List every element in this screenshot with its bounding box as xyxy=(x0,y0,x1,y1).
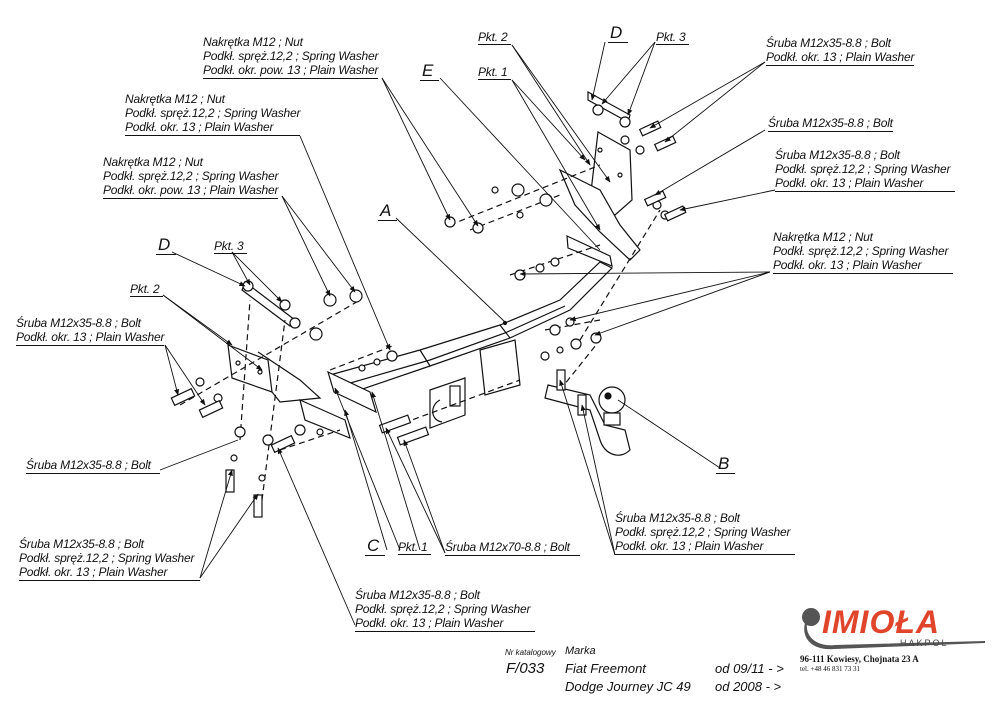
callout-nut-right: Nakrętka M12 ; Nut Podkł. spręż.12,2 ; S… xyxy=(773,230,953,274)
catalog-number: F/033 xyxy=(506,660,545,677)
label-pkt1-bottom: Pkt. 1 xyxy=(398,540,432,555)
crossbar-a xyxy=(327,235,614,414)
callout-bolt-right-single: Śruba M12x35-8.8 ; Bolt xyxy=(768,116,893,132)
callout-bolt-left: Śruba M12x35-8.8 ; Bolt Podkł. okr. 13 ;… xyxy=(16,316,165,346)
callout-nut-left1: Nakrętka M12 ; Nut Podkł. spręż.12,2 ; S… xyxy=(125,92,301,136)
label-part-e: E xyxy=(420,62,440,81)
make-label: Marka xyxy=(565,645,596,657)
callout-bolt-right-three: Śruba M12x35-8.8 ; Bolt Podkł. spręż.12,… xyxy=(775,148,955,192)
callout-nut-left2: Nakrętka M12 ; Nut Podkł. spręż.12,2 ; S… xyxy=(103,155,279,199)
callout-bolt-m70: Śruba M12x70-8.8 ; Bolt xyxy=(445,540,580,556)
label-pkt3-top: Pkt. 3 xyxy=(656,30,690,45)
fasteners xyxy=(179,164,661,501)
company-address: 96-111 Kowiesy, Chojnata 23 A xyxy=(800,654,919,664)
company-logo-text: IMIOŁA xyxy=(822,604,940,640)
label-pkt2-top: Pkt. 2 xyxy=(478,30,512,45)
callout-bolt-bottom-mid: Śruba M12x35-8.8 ; Bolt Podkł. spręż.12,… xyxy=(355,588,535,632)
socket-plate xyxy=(429,377,466,429)
label-pkt2-left: Pkt. 2 xyxy=(130,282,164,297)
label-pkt1-top: Pkt. 1 xyxy=(478,65,512,80)
vehicle-name-1: Fiat Freemont xyxy=(565,661,646,676)
callout-bolt-bottom-left: Śruba M12x35-8.8 ; Bolt Podkł. spręż.12,… xyxy=(19,537,200,581)
vehicle-name-2: Dodge Journey JC 49 xyxy=(565,679,691,694)
label-part-b: B xyxy=(716,455,736,474)
label-pkt3-left: Pkt. 3 xyxy=(214,239,248,254)
catalog-number-label: Nr katalogowy xyxy=(505,648,556,657)
hakpol-hook-logo-icon xyxy=(802,608,985,650)
leader-lines xyxy=(159,41,776,626)
callout-bolt-top-right: Śruba M12x35-8.8 ; Bolt Podkł. okr. 13 ;… xyxy=(766,36,915,66)
label-part-a: A xyxy=(378,202,398,221)
left-bracket xyxy=(227,344,351,440)
company-logo-sub: HAKPOL xyxy=(900,638,949,648)
label-part-c: C xyxy=(365,537,386,556)
callout-nut-top: Nakrętka M12 ; Nut Podkł. spręż.12,2 ; S… xyxy=(203,35,379,79)
right-bracket xyxy=(558,90,641,261)
callout-bolt-left-single: Śruba M12x35-8.8 ; Bolt xyxy=(26,458,160,474)
company-phone: tel. +48 46 831 73 31 xyxy=(800,665,860,673)
callout-bolt-bottom-right: Śruba M12x35-8.8 ; Bolt Podkł. spręż.12,… xyxy=(615,511,795,555)
vehicle-years-2: od 2008 - > xyxy=(715,679,782,694)
tow-ball-b xyxy=(544,384,631,456)
label-part-d-top: D xyxy=(608,24,629,43)
vehicle-years-1: od 09/11 - > xyxy=(715,661,784,676)
center-bracket xyxy=(479,339,521,396)
label-part-d-left: D xyxy=(156,236,177,255)
